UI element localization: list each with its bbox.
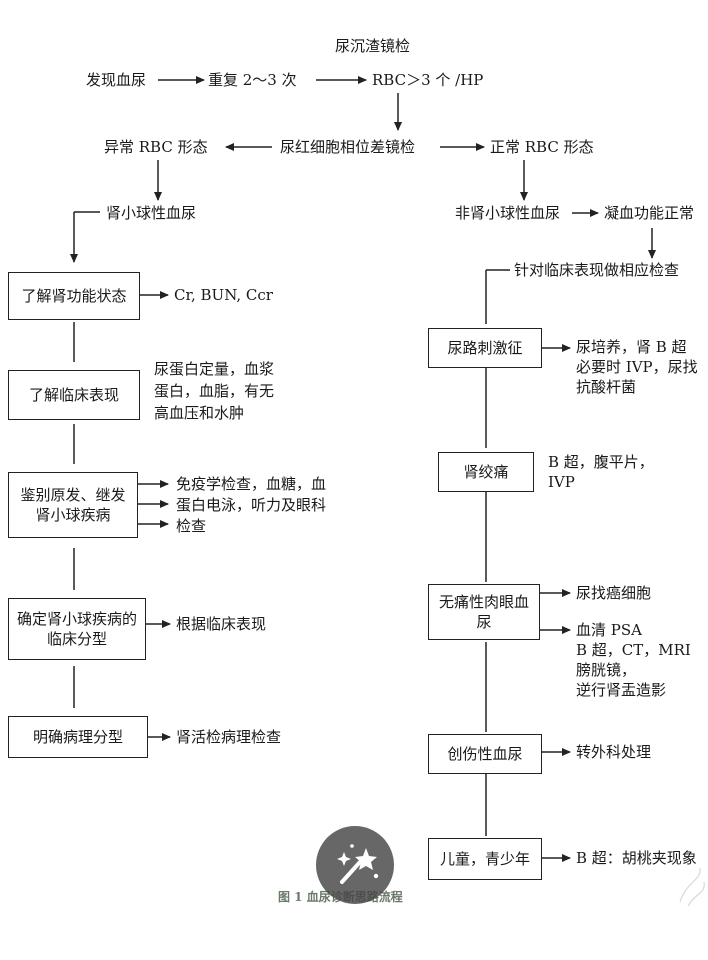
glomerular-hematuria: 肾小球性血尿 (106, 204, 197, 222)
found-hematuria: 发现血尿 (86, 71, 147, 89)
magic-wand-button[interactable] (316, 826, 394, 904)
sediment-exam-title: 尿沉渣镜检 (335, 37, 411, 55)
pathology-note: 肾活检病理检查 (176, 728, 282, 746)
nonglomerular-hematuria: 非肾小球性血尿 (455, 204, 561, 222)
primary-secondary-note: 免疫学检查，血糖，血蛋白电泳，听力及眼科检查 (176, 475, 327, 535)
clinical-manifest-note: 尿蛋白定量，血浆蛋白，血脂，有无高血压和水肿 (154, 360, 275, 422)
painless-note-cystoscopy: 膀胱镜， (576, 661, 637, 679)
repeat-tests: 重复 2～3 次 (208, 71, 297, 89)
painless-note-pyelography: 逆行肾盂造影 (576, 681, 667, 699)
magic-wand-icon (337, 844, 379, 884)
corner-decoration (679, 867, 705, 907)
painless-note-imaging: B 超，CT，MRI (576, 641, 691, 659)
traumatic-note: 转外科处理 (576, 743, 652, 761)
painless-hematuria-box: 无痛性肉眼血尿 (428, 584, 540, 640)
children-box: 儿童，青少年 (428, 838, 542, 880)
renal-colic-box: 肾绞痛 (438, 452, 534, 492)
renal-function-box: 了解肾功能状态 (8, 272, 140, 320)
renal-colic-note: B 超，腹平片，IVP (548, 453, 654, 491)
children-note: B 超：胡桃夹现象 (576, 849, 697, 867)
clinical-type-note: 根据临床表现 (176, 615, 267, 633)
clinical-manifest-box: 了解临床表现 (8, 370, 140, 420)
renal-function-note: Cr, BUN, Ccr (174, 286, 273, 304)
urinary-irritation-note: 尿培养，肾 B 超必要时 IVP，尿找抗酸杆菌 (576, 338, 698, 396)
clinical-type-box: 确定肾小球疾病的临床分型 (8, 598, 146, 660)
rbc-threshold: RBC＞3 个 /HP (372, 71, 484, 89)
coagulation-normal: 凝血功能正常 (604, 204, 695, 222)
painless-note-cytology: 尿找癌细胞 (576, 584, 652, 602)
normal-rbc: 正常 RBC 形态 (490, 138, 594, 156)
targeted-exam: 针对临床表现做相应检查 (514, 261, 680, 279)
abnormal-rbc: 异常 RBC 形态 (104, 138, 208, 156)
urinary-irritation-box: 尿路刺激征 (428, 328, 542, 368)
phase-contrast-exam: 尿红细胞相位差镜检 (280, 138, 416, 156)
primary-secondary-box: 鉴别原发、继发肾小球疾病 (8, 472, 138, 538)
painless-note-psa: 血清 PSA (576, 621, 642, 639)
pathology-box: 明确病理分型 (8, 716, 148, 758)
traumatic-hematuria-box: 创伤性血尿 (428, 734, 542, 774)
